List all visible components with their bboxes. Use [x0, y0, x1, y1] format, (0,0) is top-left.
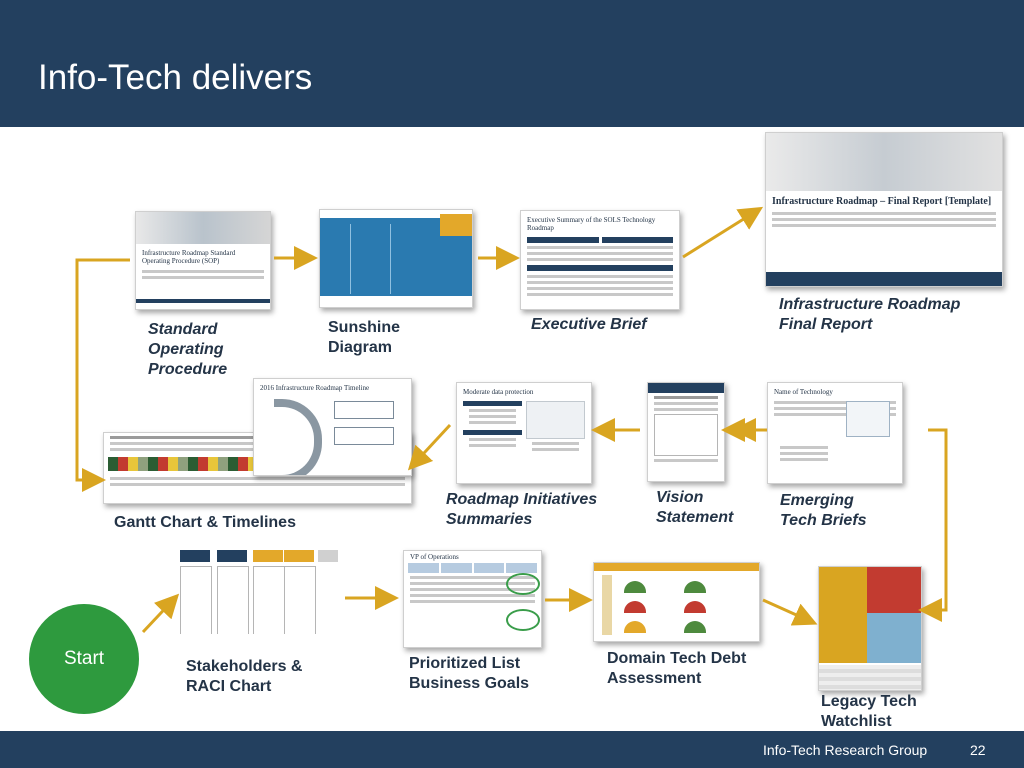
vp-title: VP of Operations — [410, 553, 459, 561]
raci-thumbnail — [180, 550, 338, 634]
sop-thumbnail: Infrastructure Roadmap Standard Operatin… — [135, 211, 271, 310]
page-number: 22 — [970, 742, 986, 758]
label-sunshine: Sunshine Diagram — [328, 319, 401, 356]
roadmap-thumbnail: Moderate data protection — [456, 382, 592, 484]
timeline-thumbnail: 2016 Infrastructure Roadmap Timeline — [253, 378, 412, 476]
roadmap-thumbnail-title: Moderate data protection — [463, 388, 534, 396]
sunshine-thumbnail — [319, 209, 473, 308]
gantt-thumbnail-title: 2016 Infrastructure Roadmap Timeline — [260, 384, 370, 392]
debt-thumbnail — [593, 562, 760, 642]
page-title: Info-Tech delivers — [38, 58, 313, 97]
label-gantt: Gantt Chart & Timelines — [114, 514, 296, 531]
label-exec: Executive Brief — [531, 316, 647, 333]
label-sop: Standard Operating Procedure — [148, 321, 228, 378]
start-circle: Start — [29, 604, 139, 714]
exec-brief-thumbnail: Executive Summary of the SOLS Technology… — [520, 210, 680, 310]
label-legacy: Legacy Tech Watchlist — [821, 693, 917, 730]
footer-bar: Info-Tech Research Group 22 — [0, 731, 1024, 768]
label-emerging: Emerging Tech Briefs — [780, 492, 867, 529]
final-report-thumbnail: Infrastructure Roadmap – Final Report [T… — [765, 132, 1003, 287]
label-final: Infrastructure Roadmap Final Report — [779, 296, 961, 333]
label-prioritized: Prioritized List Business Goals — [409, 655, 530, 692]
label-debt: Domain Tech Debt Assessment — [607, 650, 747, 687]
final-thumbnail-title: Infrastructure Roadmap – Final Report [T… — [772, 196, 992, 207]
legacy-thumbnail — [818, 566, 922, 691]
label-raci: Stakeholders & RACI Chart — [186, 658, 303, 695]
header-bar: Info-Tech delivers — [0, 0, 1024, 127]
footer-org: Info-Tech Research Group — [763, 742, 928, 758]
prioritized-list-thumbnail: VP of Operations — [403, 550, 542, 648]
exec-thumbnail-title: Executive Summary of the SOLS Technology… — [527, 216, 656, 232]
vision-thumbnail — [647, 382, 725, 482]
sop-thumbnail-title: Infrastructure Roadmap Standard Operatin… — [142, 249, 236, 265]
label-vision: Vision Statement — [656, 489, 734, 526]
emerging-thumbnail: Name of Technology — [767, 382, 903, 484]
emerging-thumbnail-title: Name of Technology — [774, 388, 833, 396]
label-roadmap: Roadmap Initiatives Summaries — [446, 491, 598, 528]
